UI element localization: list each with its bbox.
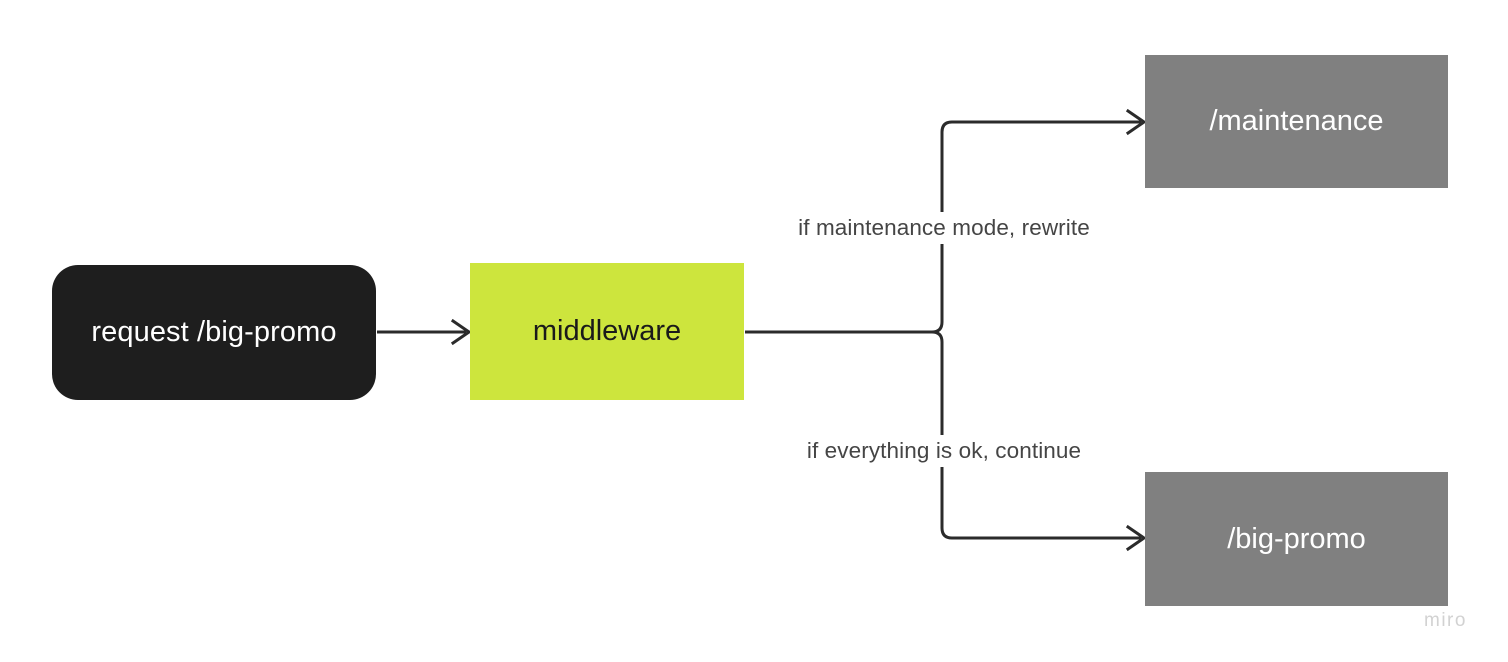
arrowhead-icon (1125, 108, 1147, 136)
node-request[interactable]: request /big-promo (52, 265, 376, 400)
node-maintenance[interactable]: /maintenance (1145, 55, 1448, 188)
node-maintenance-label: /maintenance (1209, 105, 1384, 138)
node-big-promo[interactable]: /big-promo (1145, 472, 1448, 606)
node-big-promo-label: /big-promo (1227, 522, 1366, 555)
node-middleware-label: middleware (532, 315, 682, 348)
node-request-label: request /big-promo (91, 316, 337, 349)
arrowhead-icon (1125, 524, 1147, 552)
edge-request-to-middleware (377, 318, 472, 346)
node-middleware[interactable]: middleware (470, 263, 744, 400)
edge-label-continue: if everything is ok, continue (799, 435, 1089, 467)
arrowhead-icon (450, 318, 472, 346)
edge-label-maintenance-rewrite: if maintenance mode, rewrite (791, 212, 1097, 244)
miro-watermark: miro (1424, 610, 1467, 631)
